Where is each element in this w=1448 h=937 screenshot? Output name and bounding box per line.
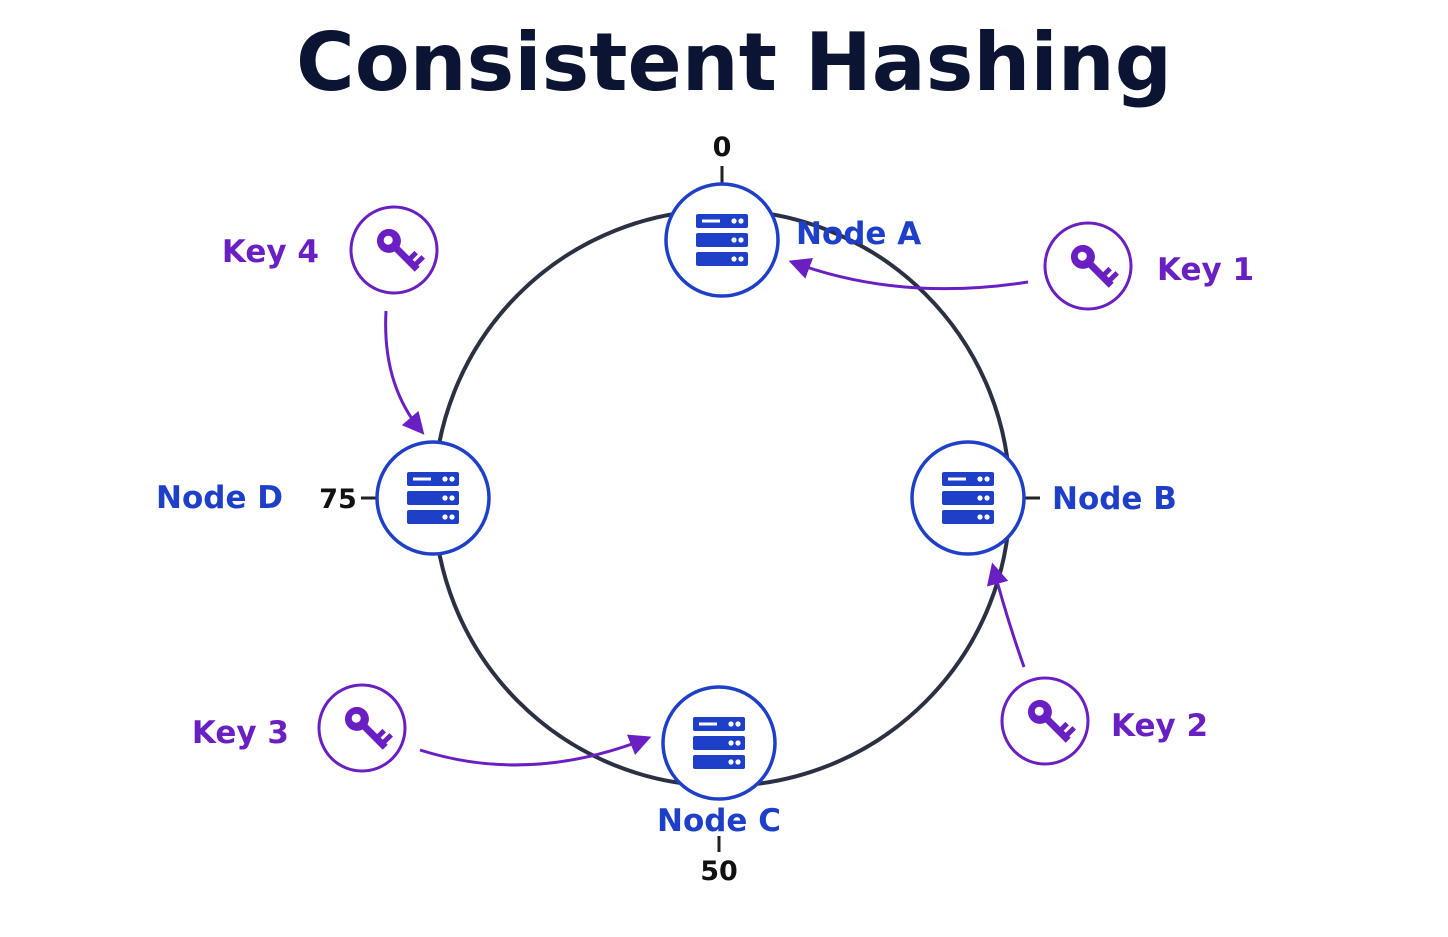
node-b-label: Node B [1052,481,1177,517]
position-label-50: 50 [700,856,738,887]
arrow-key4-to-node-d [384,310,425,435]
node-a: Node A [664,182,921,298]
key-4-label: Key 4 [222,234,319,270]
key-2: Key 2 [1000,676,1208,766]
arrow-key3-to-node-c [419,734,652,767]
diagram-title: Consistent Hashing [296,16,1172,109]
key-3-label: Key 3 [192,715,289,751]
server-icon [407,472,459,524]
node-d: Node D [156,440,491,556]
position-label-75: 75 [319,484,357,515]
node-a-label: Node A [796,216,921,252]
key-2-label: Key 2 [1111,708,1208,744]
server-icon [942,472,994,524]
arrow-key2-to-node-b [986,562,1026,668]
position-label-0: 0 [713,132,732,163]
arrow-key1-to-node-a [788,258,1029,291]
key-1: Key 1 [1043,221,1254,311]
key-1-label: Key 1 [1157,252,1254,288]
node-d-label: Node D [156,480,283,516]
server-icon [693,717,745,769]
server-icon [696,214,748,266]
node-c-label: Node C [657,803,781,839]
node-c: Node C [657,685,781,839]
node-b: Node B [910,440,1177,556]
key-3: Key 3 [192,683,407,773]
key-4: Key 4 [222,205,439,295]
